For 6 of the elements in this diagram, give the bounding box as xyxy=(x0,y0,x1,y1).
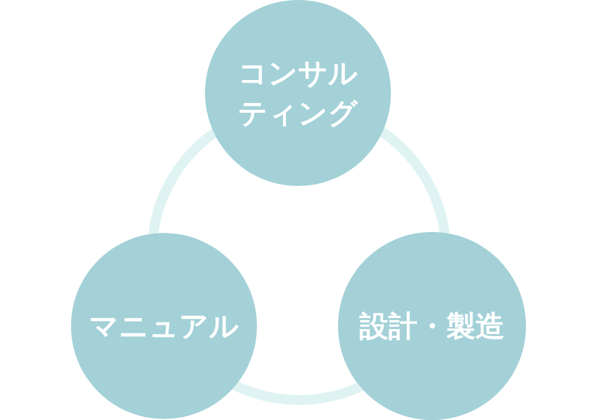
ring-arc xyxy=(378,127,450,235)
node-label: マニュアル xyxy=(88,308,240,345)
ring-arc xyxy=(232,380,363,405)
node-label: コンサルティング xyxy=(237,55,359,132)
ring-arc xyxy=(148,128,218,236)
node-label: 設計・製造 xyxy=(358,308,506,345)
